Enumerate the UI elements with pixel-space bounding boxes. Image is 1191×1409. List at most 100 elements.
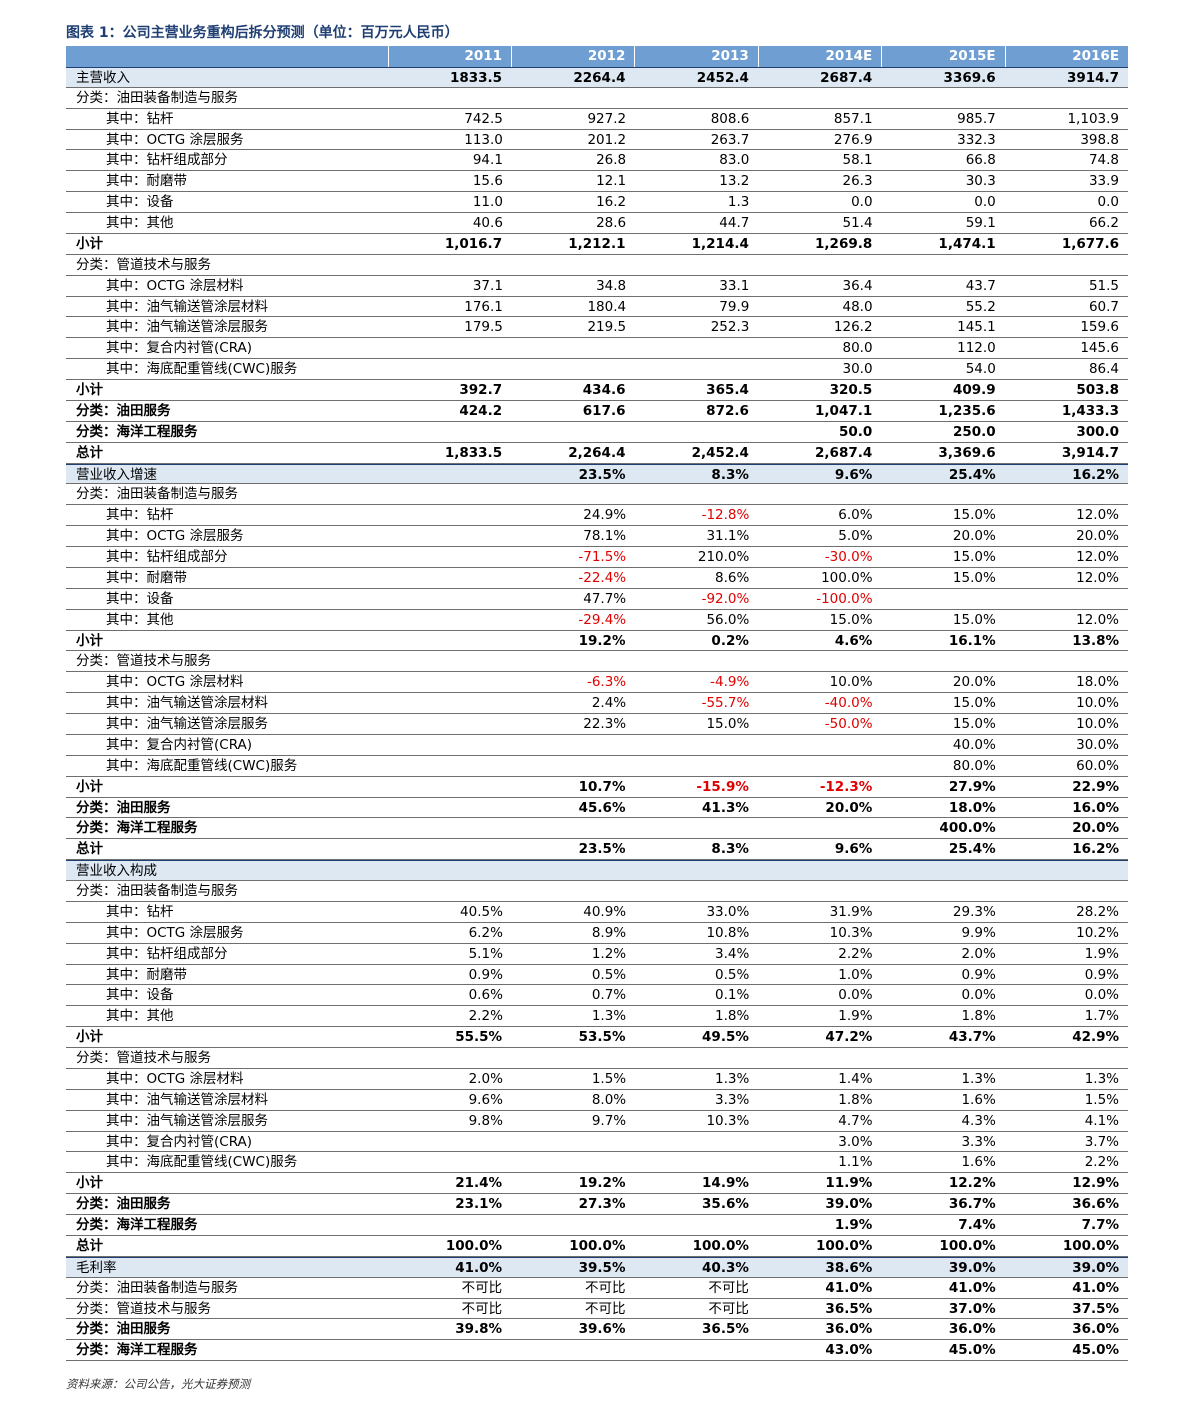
table-cell: 3.0% (838, 1133, 873, 1150)
table-cell: 40.5% (460, 903, 503, 920)
table-cell: 86.4 (1088, 361, 1119, 378)
row-label: 分类：海洋工程服务 (76, 1217, 198, 1233)
row-label: 其中：油气输送管涂层材料 (106, 298, 268, 315)
row-label: 分类：油田装备制造与服务 (76, 486, 238, 503)
table-cell: 36.5% (702, 1321, 749, 1338)
table-cell: 2452.4 (696, 69, 749, 86)
table-cell: -30.0% (824, 549, 873, 565)
table-cell: 25.4% (948, 841, 996, 858)
table-row: 其中：其他-29.4%56.0%15.0%15.0%12.0% (66, 610, 1128, 631)
row-label: 分类：海洋工程服务 (76, 423, 198, 440)
table-cell: 263.7 (710, 131, 750, 148)
table-cell: 16.2 (596, 194, 627, 211)
table-cell: 不可比 (708, 1300, 749, 1317)
table-cell: 36.7% (948, 1196, 996, 1213)
row-label: 其中：耐磨带 (106, 173, 187, 190)
row-label: 其中：OCTG 涂层材料 (106, 277, 244, 294)
table-cell: 38.6% (825, 1259, 873, 1276)
table-cell: 1.9% (838, 1008, 873, 1025)
table-cell: 60.0% (1076, 757, 1119, 774)
table-cell (511, 881, 634, 901)
table-cell (389, 672, 512, 692)
table-cell: 1.0% (838, 966, 873, 983)
table-cell (389, 610, 512, 630)
row-label: 其中：钻杆 (106, 903, 174, 920)
table-cell: 4.6% (834, 632, 873, 649)
table-cell: 0.0% (1084, 987, 1119, 1004)
table-cell: 617.6 (582, 402, 626, 419)
table-cell: 15.0% (829, 611, 873, 628)
table-cell (388, 484, 511, 504)
table-cell: 36.0% (948, 1321, 996, 1338)
row-label: 其中：海底配重管线(CWC)服务 (106, 361, 298, 378)
table-cell (511, 861, 634, 880)
table-cell: 37.0% (948, 1300, 996, 1317)
section-row: 营业收入构成 (66, 860, 1128, 881)
table-cell (634, 818, 757, 838)
table-cell: 78.1% (583, 528, 627, 545)
table-cell: 23.1% (455, 1196, 503, 1213)
table-cell (881, 255, 1004, 275)
table-cell (1005, 88, 1128, 108)
table-cell: -50.0% (824, 716, 873, 732)
table-cell: 2.0% (961, 945, 996, 962)
table-cell: 4.7% (838, 1112, 873, 1129)
table-cell: 56.0% (706, 611, 750, 628)
table-cell (881, 1048, 1004, 1068)
table-cell: 1,433.3 (1061, 402, 1120, 419)
table-cell: 30.0 (842, 361, 873, 378)
row-label: 其中：设备 (106, 987, 174, 1004)
table-cell: 94.1 (472, 152, 503, 169)
table-cell: 210.0% (697, 549, 750, 565)
row-label: 营业收入增速 (76, 466, 157, 483)
table-cell: 0.5% (715, 966, 750, 983)
table-cell: 54.0 (965, 361, 996, 378)
table-cell (511, 484, 634, 504)
table-cell: 1.4% (838, 1070, 873, 1087)
row-label: 分类：油田装备制造与服务 (76, 89, 238, 106)
table-cell: 66.2 (1088, 215, 1119, 231)
table-cell: 1833.5 (449, 69, 503, 86)
table-cell: 27.9% (948, 778, 996, 795)
table-cell: 1.1% (838, 1154, 873, 1171)
table-cell (388, 818, 511, 838)
table-cell: 12.2% (948, 1175, 996, 1192)
row-label: 其中：钻杆 (106, 507, 174, 524)
table-cell: 27.3% (578, 1196, 626, 1213)
row-label: 其中：油气输送管涂层材料 (106, 695, 268, 712)
row-label: 分类：油田装备制造与服务 (76, 1279, 238, 1296)
table-cell: 100.0% (692, 1237, 749, 1254)
row-label: 分类：管道技术与服务 (76, 1050, 211, 1066)
table-cell: -12.3% (819, 778, 873, 795)
table-cell: 10.0% (1076, 695, 1119, 712)
row-label: 其中：OCTG 涂层服务 (106, 924, 244, 941)
table-cell: 0.0% (961, 987, 996, 1004)
table-cell (388, 465, 511, 484)
table-row: 其中：OCTG 涂层材料-6.3%-4.9%10.0%20.0%18.0% (66, 672, 1128, 694)
table-cell (512, 1132, 635, 1152)
table-cell: 0.0% (838, 987, 873, 1004)
row-label: 毛利率 (76, 1259, 117, 1276)
row-label: 其中：钻杆 (106, 110, 174, 127)
table-cell (388, 1215, 511, 1235)
table-cell (388, 839, 511, 859)
table-cell: 12.0% (1076, 569, 1119, 586)
table-cell: 3914.7 (1066, 69, 1120, 86)
table-cell: 33.0% (706, 903, 750, 920)
table-cell: 15.0% (952, 549, 996, 565)
table-cell: 2.2% (468, 1008, 503, 1025)
row-label: 其中：耐磨带 (106, 966, 187, 983)
table-cell: 985.7 (957, 110, 996, 127)
table-cell: 2.4% (591, 695, 627, 712)
table-cell: 0.6% (468, 987, 503, 1004)
table-cell: 5.0% (838, 528, 873, 545)
